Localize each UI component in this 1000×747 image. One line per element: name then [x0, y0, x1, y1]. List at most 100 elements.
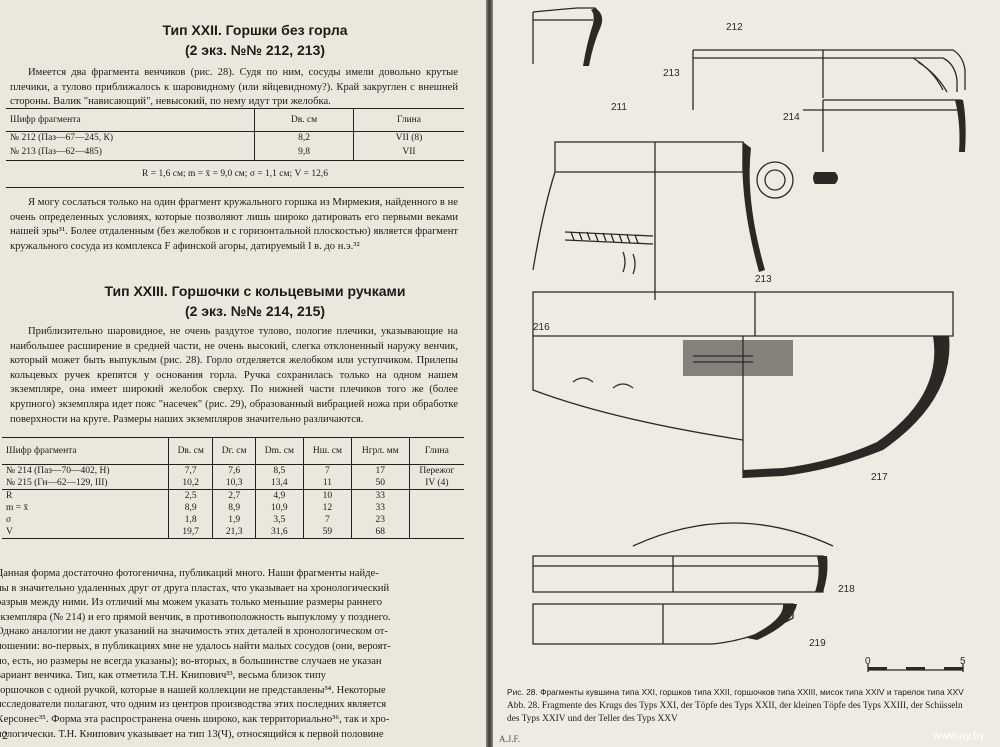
- table-cell: 8,2: [254, 131, 354, 144]
- text-line: разрыв между ними. Из отличий мы можем у…: [0, 597, 383, 609]
- table-cell: 31,6: [254, 526, 304, 539]
- table-cell: 8,5: [254, 464, 304, 477]
- table-cell: 7: [302, 514, 352, 526]
- table-cell: 7,7: [167, 464, 213, 477]
- figure-28-drawing: 212 213 214: [532, 7, 966, 672]
- label-214: 214: [783, 112, 800, 123]
- text-line: Однако аналогии не дают указаний на знач…: [0, 626, 388, 638]
- table-header-cell: Глина: [408, 437, 464, 465]
- fragment-213-top-drawing: [692, 49, 966, 110]
- table-cell: 68: [350, 526, 410, 539]
- table-cell: 11: [302, 477, 352, 490]
- table-cell: 10,3: [212, 477, 256, 490]
- text-line: но, есть, но размеры не всегда указаны);…: [0, 655, 382, 667]
- table-cell: 23: [350, 514, 410, 526]
- table-header-cell: Dв. см: [167, 437, 213, 465]
- table-cell: 8,9: [167, 502, 213, 514]
- table-header-cell: Шифр фрагмента: [6, 446, 77, 456]
- table-cell: 8,9: [212, 502, 256, 514]
- table-cell: 2,5: [167, 489, 213, 502]
- table-stat-label: σ: [6, 515, 12, 525]
- table-stats: R = 1,6 см; m = x̄ = 9,0 см; σ = 1,1 см;…: [142, 169, 328, 179]
- table-cell: 7: [302, 464, 352, 477]
- table-cell: 2,7: [212, 489, 256, 502]
- table-header-frag: Шифр фрагмента: [10, 115, 81, 125]
- table-cell: 1,9: [212, 514, 256, 526]
- table-cell: 9,8: [254, 144, 354, 161]
- fragment-214-drawing: [803, 99, 966, 184]
- left-page: Тип XXII. Горшки без горла (2 экз. №№ 21…: [0, 0, 486, 747]
- table-cell: 7,6: [212, 464, 256, 477]
- fragment-216-217-drawing: [532, 291, 954, 478]
- table-stat-label: V: [6, 527, 13, 537]
- table-header-clay: Глина: [353, 108, 464, 132]
- footer-mark: A.J.F.: [499, 734, 521, 744]
- paragraph-discussion: Данная форма достаточно фотогенична, пуб…: [0, 567, 466, 742]
- table-row-label: № 214 (Паз—70—402, Н): [6, 466, 110, 476]
- table-stat-label: m = x̄: [6, 503, 29, 513]
- table-cell: 1,8: [167, 514, 213, 526]
- table-cell: 10,2: [167, 477, 213, 490]
- text-line: Данная форма достаточно фотогенична, пуб…: [0, 568, 379, 579]
- paragraph-type-xxii: Имеется два фрагмента венчиков (рис. 28)…: [10, 67, 458, 108]
- table-cell: 13,4: [254, 477, 304, 490]
- text-line: вариант венчика. Тип, как отметила Т.Н. …: [0, 670, 326, 682]
- table-cell: [408, 502, 464, 514]
- table-header-cell: Dг. см: [212, 437, 256, 465]
- scale-label-0: 0: [865, 656, 871, 667]
- page-number: 2: [2, 728, 8, 742]
- table-cell: VII: [353, 144, 464, 161]
- table-cell: 33: [350, 489, 410, 502]
- section-title-type-xxii: Тип XXII. Горшки без горла: [162, 22, 348, 38]
- table-cell: 59: [302, 526, 352, 539]
- text-line: горшочков с одной ручкой, которые в наше…: [0, 684, 386, 696]
- table-cell: IV (4): [408, 477, 464, 490]
- table-cell: VII (8): [353, 131, 464, 144]
- table-cell: [408, 526, 464, 539]
- caption-de: Abb. 28. Fragmente des Krugs des Typs XX…: [507, 701, 963, 724]
- text-line: Херсонес³⁵. Форма эта распространена оче…: [0, 713, 390, 725]
- text-line: ношении: во-первых, в публикациях мне не…: [0, 640, 391, 652]
- table-header-cell: Hш. см: [302, 437, 352, 465]
- table-cell: 12: [302, 502, 352, 514]
- table-header-dv: Dв. см: [254, 108, 354, 132]
- label-217: 217: [871, 472, 888, 483]
- table-row-label: № 215 (Гн—62—129, III): [6, 478, 108, 488]
- section-subtitle-type-xxiii: (2 экз. №№ 214, 215): [184, 303, 326, 319]
- fragment-212-drawing: [532, 7, 603, 67]
- text-line: исследователи полагают, что одним из цен…: [0, 699, 387, 711]
- table-cell: 33: [350, 502, 410, 514]
- table-cell: [408, 514, 464, 526]
- label-216: 216: [533, 322, 550, 333]
- table-header-cell: Dm. см: [254, 437, 304, 465]
- table-cell: № 212 (Паз—67—245, К): [10, 133, 114, 143]
- right-page: 212 213 214: [493, 0, 1000, 747]
- text-line: экземпляра (№ 214) и его прямой венчик, …: [0, 611, 391, 623]
- text-line: ны в значительно удаленных друг от друга…: [0, 582, 390, 594]
- label-213-lower: 213: [755, 274, 772, 285]
- paragraph-analogies: Я могу сослаться только на один фрагмент…: [10, 197, 458, 252]
- table-cell: 19,7: [167, 526, 213, 539]
- caption-ru: Рис. 28. Фрагменты кувшина типа XXI, гор…: [507, 687, 964, 697]
- section-subtitle-type-xxii: (2 экз. №№ 212, 213): [184, 42, 326, 58]
- table-cell: 21,3: [212, 526, 256, 539]
- table-cell: 4,9: [254, 489, 304, 502]
- table-cell: [408, 489, 464, 502]
- table-type-xxii: Шифр фрагмента Dв. см Глина № 212 (Паз—6…: [6, 108, 464, 188]
- scale-bar: [867, 664, 964, 672]
- text-line: нологически. Т.Н. Книпович указывает на …: [0, 728, 384, 740]
- fragment-218-drawing: [532, 522, 834, 593]
- table-header-cell: Hгрл. мм: [350, 437, 410, 465]
- watermark: www.ay.by: [933, 730, 985, 742]
- table-cell: 17: [350, 464, 410, 477]
- table-cell: 10,9: [254, 502, 304, 514]
- scale-label-5: 5: [960, 656, 966, 667]
- book-gutter: [486, 0, 493, 747]
- label-212: 212: [726, 22, 743, 33]
- fragment-219-drawing: [532, 603, 797, 645]
- label-218: 218: [838, 584, 855, 595]
- paragraph-type-xxiii: Приблизительно шаровидное, не очень разд…: [10, 326, 458, 425]
- table-cell: 10: [302, 489, 352, 502]
- table-cell: Пережог: [408, 464, 464, 477]
